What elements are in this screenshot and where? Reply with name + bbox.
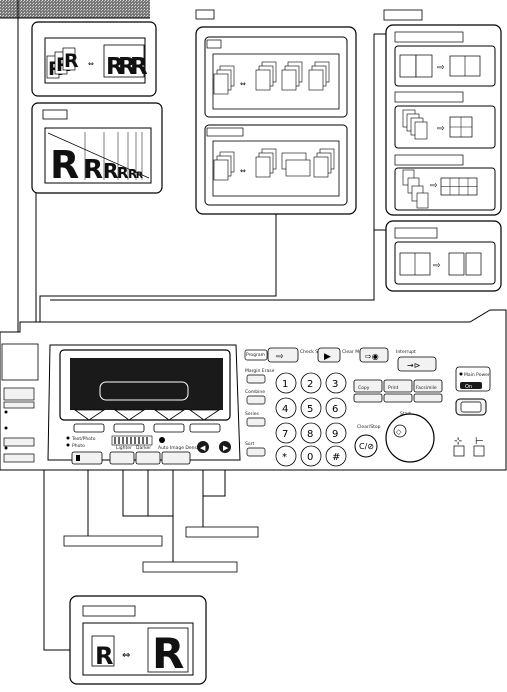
- key-5[interactable]: 5: [307, 404, 313, 415]
- function-keys[interactable]: Copy Print Facsimile: [353, 379, 443, 403]
- callout-reduce-box: R R R R R R: [31, 102, 163, 194]
- on-label: On: [465, 384, 472, 390]
- combine-small-r-group: R R R: [46, 47, 79, 80]
- combine-2in1-arrow-icon: ⇨: [437, 63, 445, 73]
- combine-8in1-arrow-icon: ⇨: [430, 181, 438, 191]
- darker-label: Darker: [136, 445, 151, 451]
- callout-sort-stack-group: ⇔ ⇔: [195, 9, 357, 215]
- key-3[interactable]: 3: [332, 379, 338, 390]
- key-9[interactable]: 9: [332, 429, 338, 440]
- left-side-keys[interactable]: [1, 343, 39, 463]
- margin-erase-label: Margin Erase: [245, 368, 275, 374]
- combine-label: Combine: [245, 389, 265, 395]
- display-soft-keys[interactable]: [73, 409, 221, 433]
- svg-text:R: R: [103, 159, 118, 183]
- energy-saver-icon: ⇨◉: [365, 352, 379, 361]
- key-star[interactable]: *: [282, 452, 287, 463]
- callout-combine-box: R R R ⇔ R R R: [31, 21, 157, 97]
- auto-density-key[interactable]: [161, 451, 191, 465]
- stack-arrow-icon: ⇔: [240, 167, 246, 175]
- key-2[interactable]: 2: [307, 379, 313, 390]
- series-copy-subpanel: ⇨: [385, 220, 502, 292]
- svg-text:R: R: [118, 54, 136, 80]
- callout-combine-layouts-group: ⇨ ⇨ ⇨: [383, 9, 502, 292]
- clear-modes-label: Clear Modes: [342, 349, 370, 355]
- enlarge-callout-box: R ⇔ R: [69, 595, 207, 685]
- bottom-callouts: [63, 526, 259, 573]
- sort-arrow-icon: ⇔: [240, 80, 246, 88]
- power-out-icon: ⊢: [475, 436, 484, 447]
- stack-subpanel: ⇔: [204, 124, 348, 206]
- series-arrow-icon: ⇨: [433, 261, 441, 271]
- lighter-key[interactable]: [109, 451, 135, 465]
- svg-text:R: R: [130, 54, 148, 80]
- scroll-left-icon[interactable]: ◀: [200, 444, 206, 452]
- check-status-icon: ▶: [324, 352, 331, 362]
- program-icon: ⇨: [276, 352, 284, 362]
- density-indicator: [111, 435, 165, 446]
- scroll-keys[interactable]: ◀ ▶: [197, 441, 231, 453]
- numeric-keypad[interactable]: 1 2 3 4 5 6 7 8 9 * 0 #: [275, 372, 347, 467]
- check-status-label: Check Status: [300, 349, 330, 355]
- auto-density-label: Auto Image Density: [158, 445, 203, 451]
- original-type-indicators: Text/Photo Photo: [66, 436, 96, 449]
- top-row-keys[interactable]: Program ⇨ Check Status ▶ Clear Modes ⇨◉ …: [246, 347, 437, 372]
- program-label: Program: [246, 352, 265, 358]
- key-hash[interactable]: #: [332, 452, 340, 463]
- enlarge-arrow-icon: ⇔: [122, 650, 130, 661]
- callout-reduce-enlarge-header: [0, 0, 150, 345]
- control-panel: Text/Photo Photo Lighter Darker Auto Ima…: [0, 309, 507, 471]
- fax-key-label: Facsimile: [416, 385, 437, 391]
- indicator-text-photo: Text/Photo: [71, 436, 96, 442]
- svg-text:R: R: [128, 167, 137, 181]
- clear-stop-icon[interactable]: C/⊘: [359, 442, 374, 451]
- clear-stop-label: Clear/Stop: [357, 424, 381, 430]
- combine-arrow-icon: ⇔: [88, 60, 94, 68]
- combine-8in1-subpanel: ⇨: [394, 154, 496, 211]
- interrupt-icon: →⊳: [407, 361, 421, 370]
- combine-4in1-subpanel: ⇨: [394, 91, 496, 149]
- key-7[interactable]: 7: [282, 429, 288, 440]
- start-stop-group[interactable]: Clear/Stop C/⊘ Start ◇: [354, 411, 435, 463]
- left-mode-keys[interactable]: Margin Erase Combine Series Sort: [244, 349, 275, 457]
- key-4[interactable]: 4: [282, 404, 288, 415]
- key-0[interactable]: 0: [307, 452, 313, 463]
- combine-4in1-arrow-icon: ⇨: [437, 124, 445, 134]
- key-1[interactable]: 1: [282, 379, 288, 390]
- lighter-label: Lighter: [116, 445, 132, 451]
- key-6[interactable]: 6: [332, 404, 338, 415]
- sort-label: Sort: [245, 441, 254, 447]
- scroll-right-icon[interactable]: ▶: [223, 444, 229, 452]
- svg-text:R: R: [95, 642, 113, 670]
- copy-key-label: Copy: [358, 385, 370, 391]
- main-power-group[interactable]: Main Power On ⊹ ⊢: [453, 366, 491, 457]
- key-8[interactable]: 8: [307, 429, 313, 440]
- interrupt-label: Interrupt: [396, 349, 416, 355]
- combine-large-r-group: R R R: [103, 44, 148, 80]
- svg-text:R: R: [64, 50, 79, 72]
- svg-text:R: R: [106, 54, 124, 80]
- svg-text:R: R: [83, 155, 103, 185]
- darker-key[interactable]: [135, 451, 161, 465]
- svg-text:R: R: [136, 171, 143, 181]
- power-in-icon: ⊹: [454, 436, 462, 447]
- start-icon[interactable]: ◇: [396, 428, 402, 436]
- series-label: Series: [245, 411, 259, 417]
- svg-text:R: R: [50, 143, 79, 187]
- svg-text:R: R: [117, 164, 129, 182]
- indicator-photo: Photo: [72, 443, 85, 449]
- main-power-label: Main Power: [464, 372, 490, 378]
- sort-subpanel: ⇔: [204, 36, 348, 118]
- svg-text:R: R: [152, 629, 184, 678]
- combine-2in1-subpanel: ⇨: [394, 31, 496, 87]
- print-key-label: Print: [388, 385, 399, 391]
